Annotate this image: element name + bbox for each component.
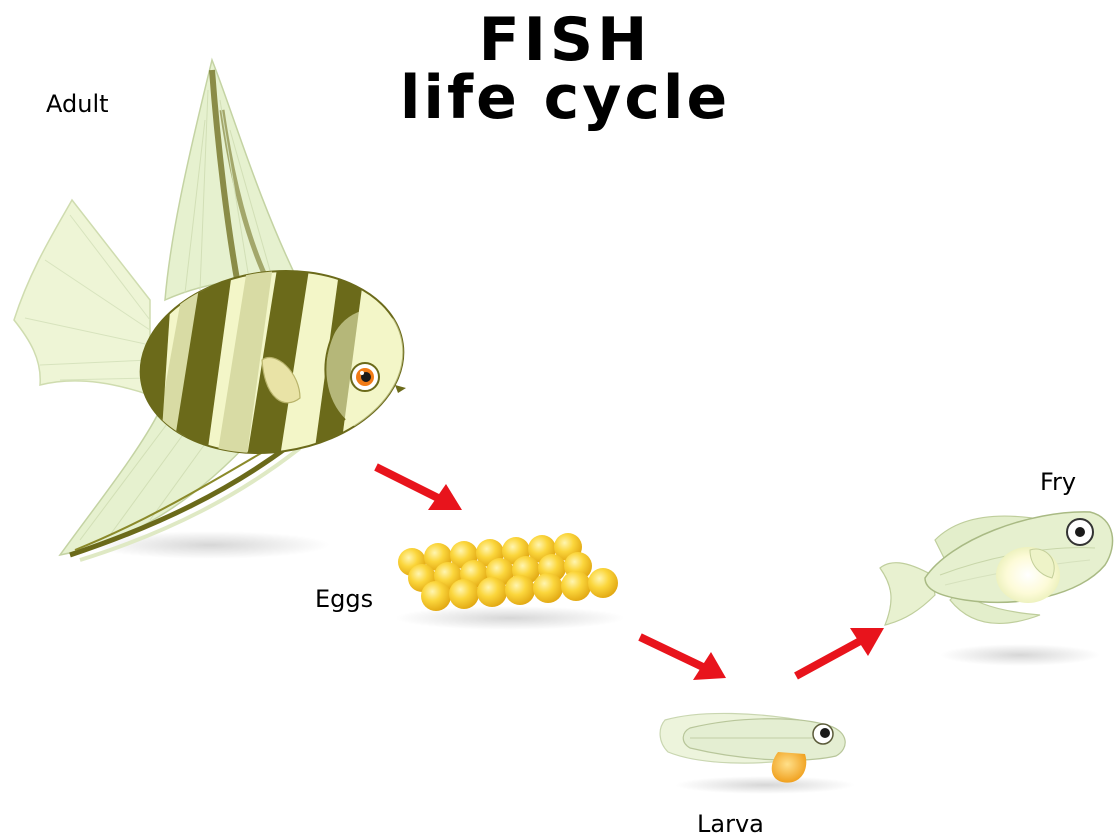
larva-illustration (660, 713, 855, 794)
stage-label-fry: Fry (1040, 468, 1076, 496)
stage-label-larva: Larva (697, 810, 764, 837)
eggs-cluster-illustration (395, 533, 625, 630)
arrow-adult-to-eggs (376, 467, 462, 510)
stage-label-eggs: Eggs (315, 585, 373, 613)
arrow-eggs-to-larva (640, 637, 726, 680)
title-line-2: life cycle (385, 68, 745, 128)
title-line-1: FISH (385, 10, 745, 70)
stage-label-adult: Adult (46, 90, 109, 118)
fry-illustration (880, 512, 1113, 666)
arrow-larva-to-fry (796, 628, 884, 676)
adult-fish-illustration (14, 60, 415, 560)
